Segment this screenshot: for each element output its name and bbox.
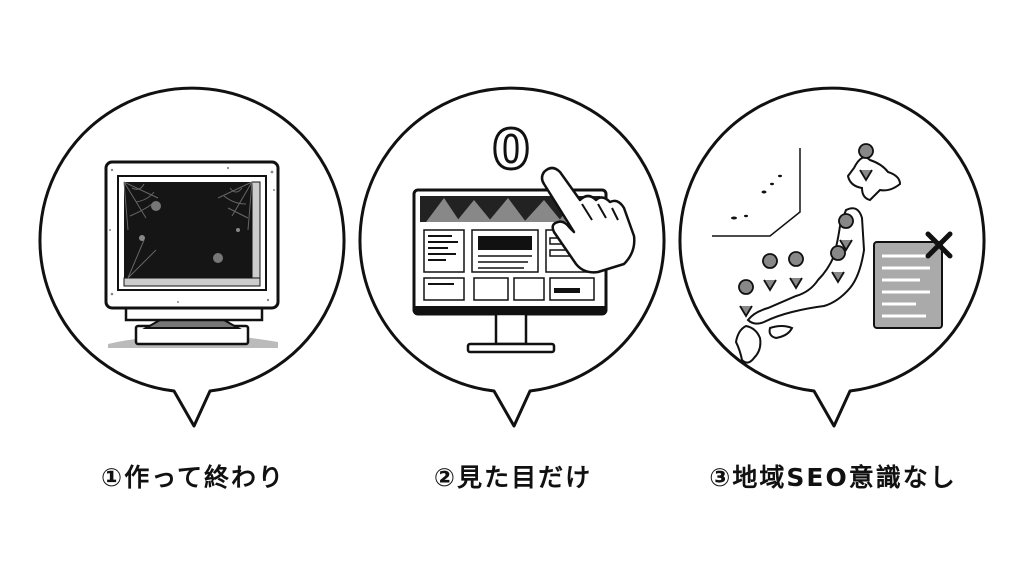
caption-1: ①作って終わり	[101, 463, 285, 492]
pointing-hand-icon	[540, 166, 636, 274]
document-rejected-icon	[873, 241, 943, 329]
speech-bubble-3	[678, 86, 986, 428]
cross-mark-icon	[925, 231, 953, 259]
panel-no-local-seo: ③地域SEO意識なし	[668, 80, 998, 520]
panel-looks-only: 0 ②見た目だけ	[348, 80, 678, 520]
caption-3: ③地域SEO意識なし	[709, 463, 957, 492]
speech-bubble-1	[38, 86, 346, 428]
speech-bubble-2	[358, 86, 666, 428]
zero-counter: 0	[491, 118, 532, 181]
caption-2: ②見た目だけ	[433, 463, 593, 492]
panel-made-and-done: ①作って終わり	[28, 80, 358, 520]
japan-map-icon	[712, 143, 902, 364]
old-crt-monitor-icon	[104, 160, 280, 348]
